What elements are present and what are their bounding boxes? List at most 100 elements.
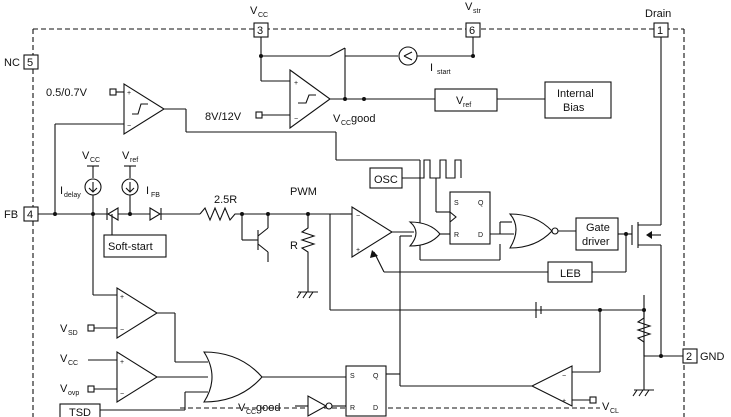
leb-label: LEB [560,268,581,280]
uvlo-comparator [289,68,331,130]
svg-text:+: + [356,247,360,254]
svg-text:R: R [454,232,459,239]
svg-text:−: − [294,116,298,123]
resistor-25r-label: 2.5R [214,194,237,206]
flip-flop-2 [345,365,387,417]
vcc-good-sub: CC [341,120,351,127]
clock-waveform-icon [402,159,462,179]
diode-icon [106,207,119,221]
vcl-label: V [602,401,610,413]
pin-drain: Drain 1 [645,8,671,38]
vcc-cmp-sub: CC [68,360,78,367]
istart-sub: start [437,69,451,76]
soft-start-label: Soft-start [108,241,153,253]
svg-text:+: + [127,90,131,97]
uvlo-ref-label: 0.5/0.7V [46,87,88,99]
svg-text:Q: Q [373,373,379,380]
vref-block [434,88,498,112]
or-gate [408,221,441,247]
idelay-vcc-sub: CC [90,157,100,164]
svg-text:D: D [373,405,378,412]
inverter [307,395,328,417]
svg-text:+: + [120,359,124,366]
vref-sub: ref [463,102,471,109]
pwm-label: PWM [290,186,317,198]
pwm-comparator [351,206,394,258]
pin-nc: NC 5 [4,54,39,70]
pin-vstr-number: 6 [469,25,475,37]
pin-gnd-number: 2 [686,351,692,363]
flip-flop-1 [449,191,491,245]
ifb-label: I [146,185,149,197]
ifb-vref-label: V [122,150,130,162]
fb-comparator [123,83,166,135]
pin-gnd: 2 GND [682,348,725,364]
shutdown-comparator [116,287,159,339]
svg-text:−: − [120,327,124,334]
svg-text:S: S [454,200,459,207]
internal-bias-line1: Internal [557,88,594,100]
istart-source-icon [398,46,418,66]
current-limit-comparator [530,365,573,407]
diode-icon [149,207,162,221]
svg-text:−: − [127,123,131,130]
vcc-good-suffix: good [351,113,375,125]
svg-text:−: − [356,213,360,220]
pin-fb: FB 4 [4,206,39,222]
pin-vstr-label: V [465,1,473,13]
soft-start-block [103,234,167,258]
vcc-cmp-label: V [60,353,68,365]
fb-comparator-section: 0.5/0.7V + − [46,83,421,260]
svg-text:+: + [562,398,566,405]
protection-section: + − V SD V CC + − V ovp TSD S R Q D [59,214,619,417]
pin-vcc: V CC 3 [250,5,269,38]
vovp-sub: ovp [68,390,79,397]
tsd-block [59,403,101,417]
svg-text:S: S [350,373,355,380]
svg-text:D: D [478,232,483,239]
internal-bias-line2: Bias [563,102,585,114]
sense-resistor-icon [636,310,652,356]
pin-vstr-sub: str [473,8,481,15]
ovp-comparator [116,351,159,403]
idelay-vcc-label: V [82,150,90,162]
fb-network: V CC I delay V ref I FB Soft-start 2.5R … [38,150,340,299]
svg-text:−: − [120,391,124,398]
vsd-sub: SD [68,330,78,337]
gate-driver-line2: driver [582,236,610,248]
pin-vcc-label: V [250,5,258,17]
vcl-sub: CL [610,408,619,415]
resistor-icon [300,214,316,292]
pin-drain-label: Drain [645,8,671,20]
ifb-vref-sub: ref [130,157,138,164]
pin-nc-label: NC [4,57,20,69]
pin-nc-number: 5 [27,57,33,69]
nor-gate [508,213,553,249]
istart-label: I [430,62,433,74]
pin-fb-number: 4 [27,209,33,221]
svg-text:+: + [294,80,298,87]
startup-section: I start + − 8V/12V V CC good V ref Inter… [205,37,612,130]
vcc-good-bottom-label: V [238,402,246,414]
tsd-label: TSD [69,407,91,417]
svg-text:R: R [350,405,355,412]
resistor-r-label: R [290,240,298,252]
pin-fb-label: FB [4,209,18,221]
gate-driver-line1: Gate [586,222,610,234]
svg-text:Q: Q [478,200,484,207]
vsd-label: V [60,323,68,335]
svg-text:−: − [562,373,566,380]
pwm-section: − + OSC S R Q D Gate driver [329,159,633,311]
vcc-good-bottom-suffix: good [256,402,280,414]
idelay-sub: delay [64,192,81,199]
vovp-label: V [60,383,68,395]
or-gate-protection [202,351,263,403]
ifb-sub: FB [151,192,160,199]
vcc-thresholds-label: 8V/12V [205,111,242,123]
internal-bias-block [544,81,612,119]
pin-vstr: V str 6 [465,1,481,38]
vref-label: V [456,95,464,107]
power-mosfet [598,37,683,397]
vcc-good-label: V [333,113,341,125]
